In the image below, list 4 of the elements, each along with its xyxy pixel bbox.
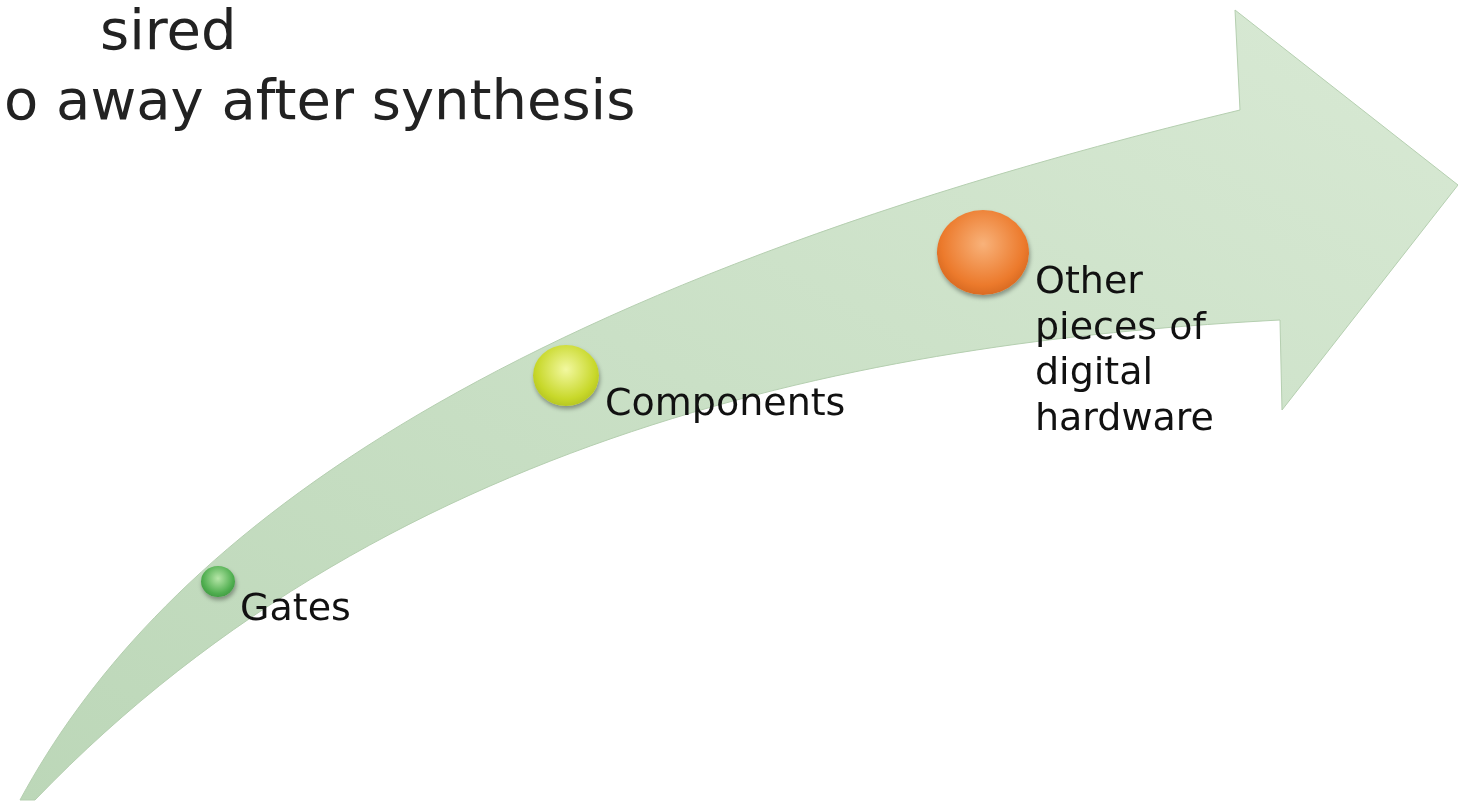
stage-label: Components bbox=[605, 380, 847, 426]
stage-label: Gates bbox=[240, 585, 352, 631]
stage-label: Other pieces of digital hardware bbox=[1035, 258, 1215, 441]
heading-text: sired bbox=[100, 2, 237, 58]
